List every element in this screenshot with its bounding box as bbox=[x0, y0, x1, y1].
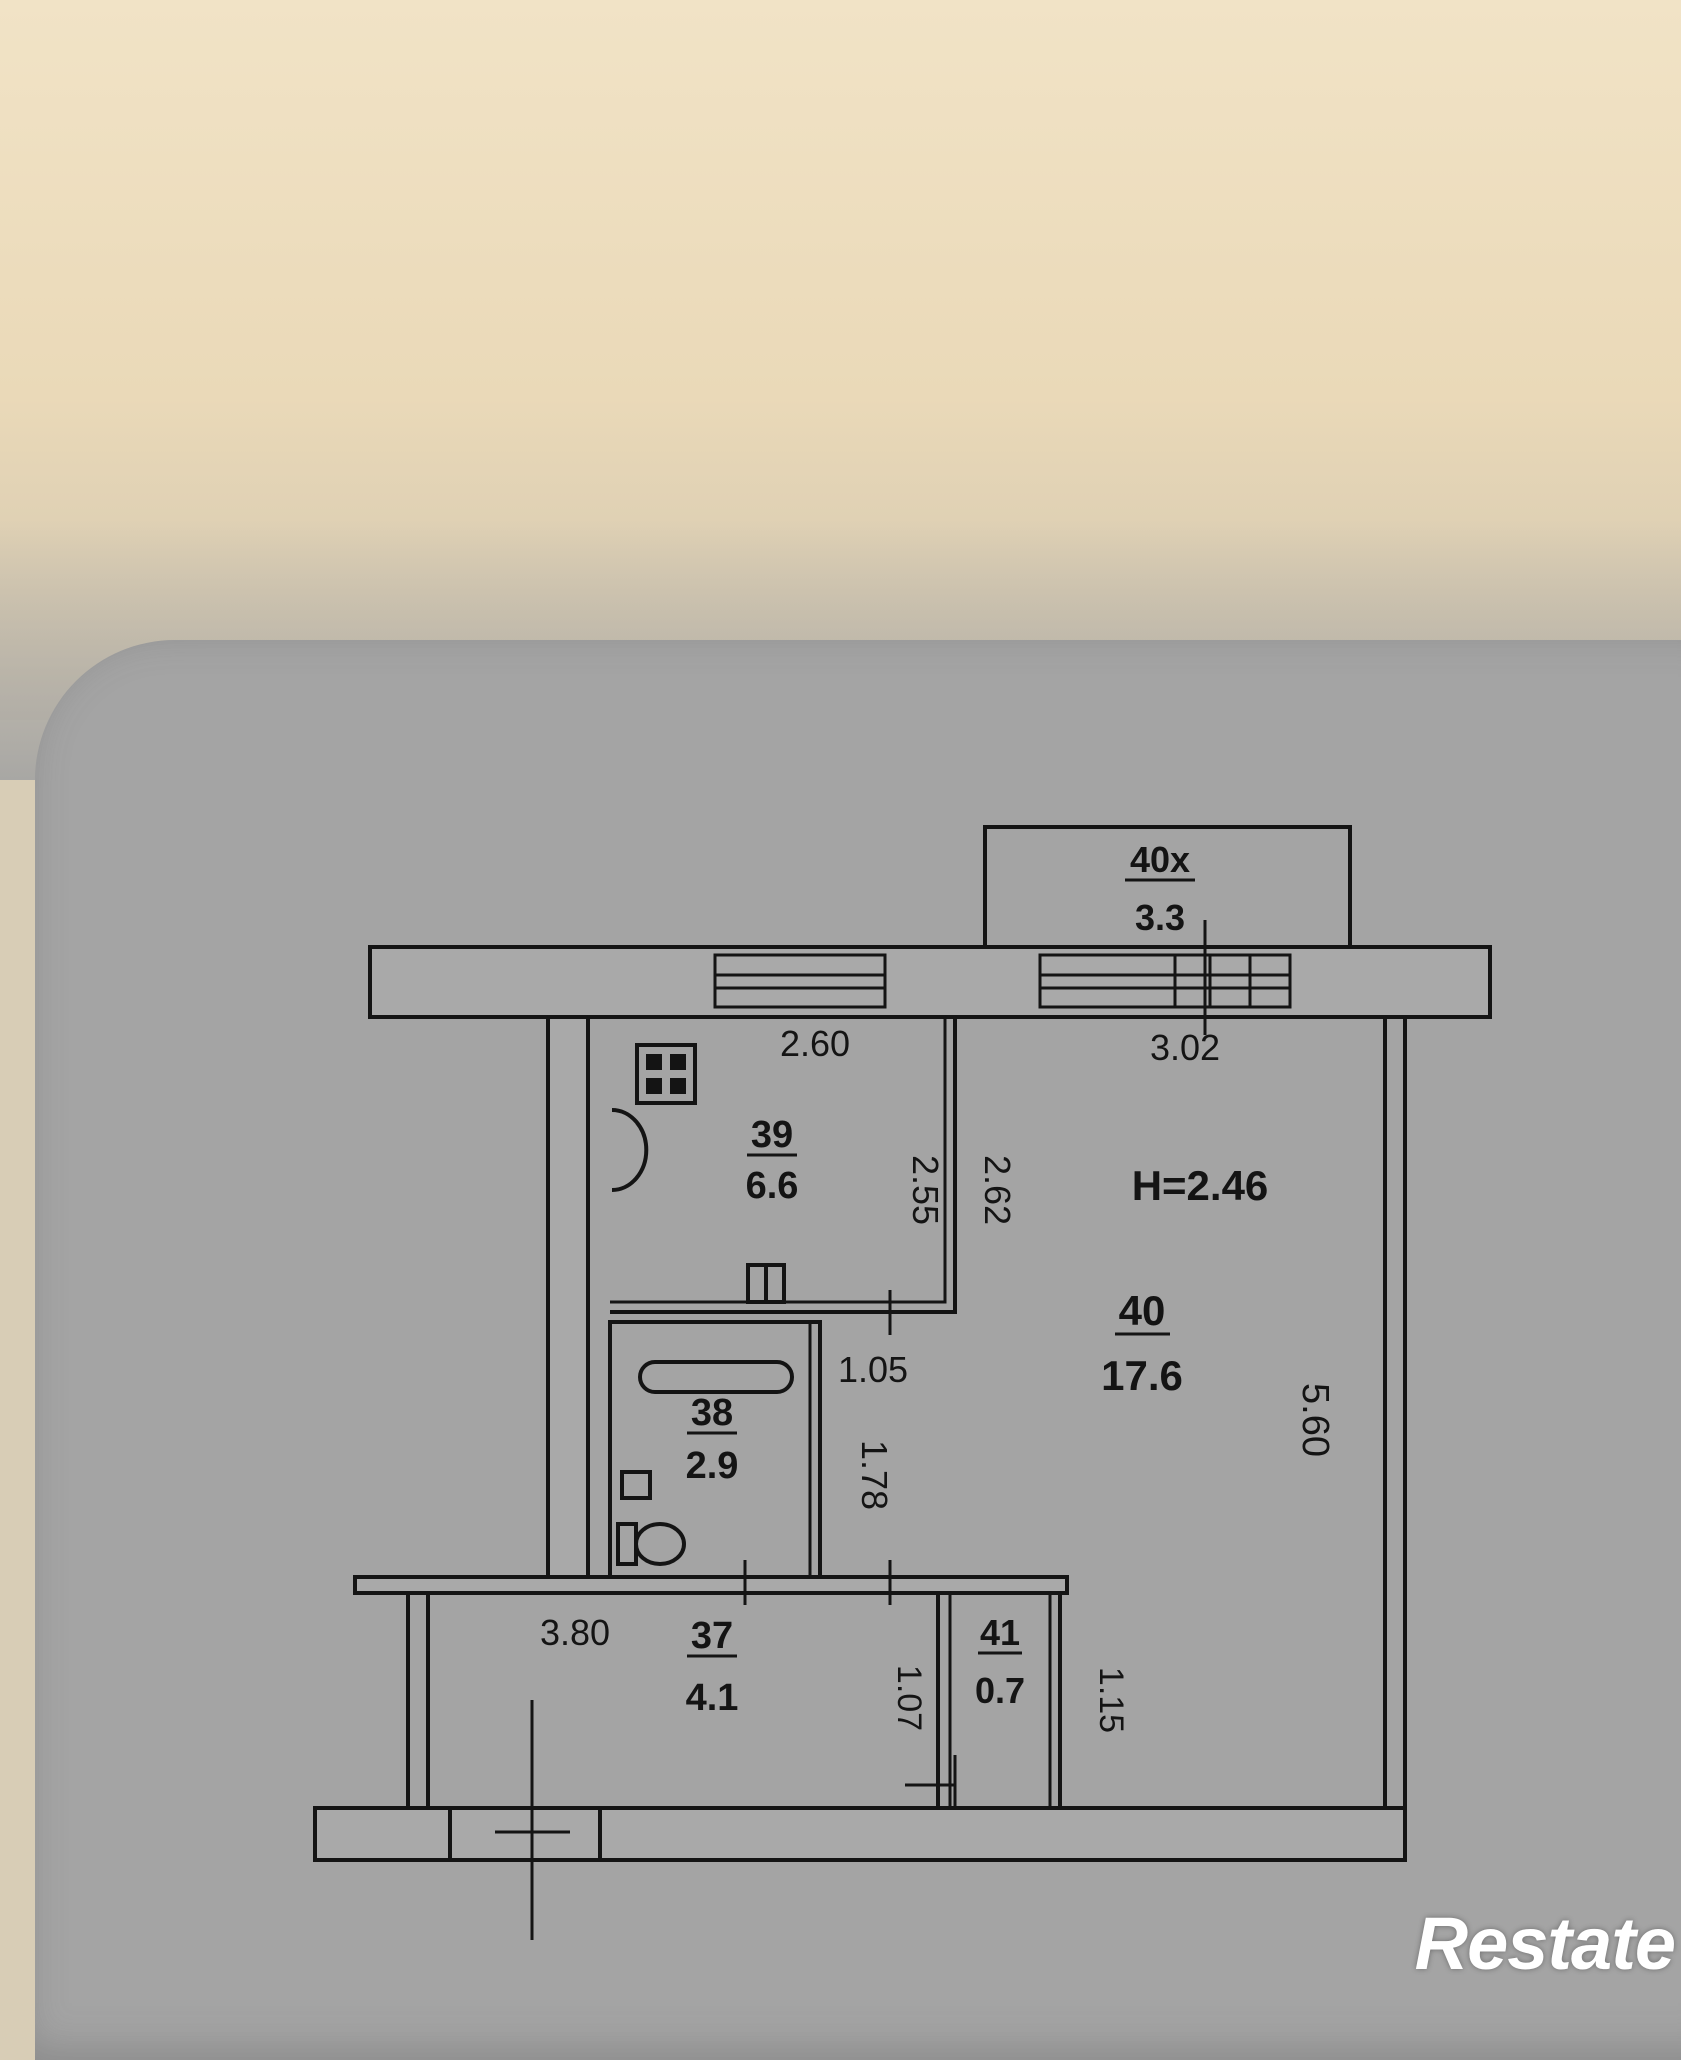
room-41-label: 41 0.7 bbox=[975, 1612, 1025, 1711]
room-37-number: 37 bbox=[691, 1615, 733, 1657]
dim-bath-depth: 1.78 bbox=[854, 1440, 895, 1510]
ceiling-height-label: H=2.46 bbox=[1132, 1162, 1269, 1209]
kitchen-partition bbox=[610, 1017, 957, 1314]
room-39-label: 39 6.6 bbox=[746, 1114, 799, 1207]
restate-logo: Restate bbox=[1414, 1886, 1676, 1986]
room-37-label: 37 4.1 bbox=[686, 1615, 739, 1719]
room-41-area: 0.7 bbox=[975, 1670, 1025, 1711]
dim-kitchen-width: 2.60 bbox=[780, 1023, 850, 1064]
room-38-area: 2.9 bbox=[686, 1445, 739, 1487]
dim-hall-length: 3.80 bbox=[540, 1612, 610, 1653]
toilet-icon bbox=[616, 1522, 686, 1566]
stove-icon bbox=[635, 1043, 697, 1105]
room-39-area: 6.6 bbox=[746, 1165, 799, 1207]
entry-door-gap bbox=[448, 1806, 602, 1862]
room-40-number: 40 bbox=[1119, 1287, 1166, 1334]
dim-kitchen-wall: 2.62 bbox=[977, 1155, 1018, 1225]
room-39-number: 39 bbox=[751, 1114, 793, 1156]
window-room bbox=[1038, 953, 1292, 1009]
bottom-exterior-wall bbox=[313, 1806, 1407, 1862]
hallway-top-wall bbox=[353, 1575, 1069, 1595]
right-exterior-wall bbox=[1383, 1015, 1407, 1817]
room-38-label: 38 2.9 bbox=[686, 1392, 739, 1487]
room-40-area: 17.6 bbox=[1101, 1352, 1183, 1399]
room-41-number: 41 bbox=[980, 1612, 1020, 1653]
hallway-left-wall bbox=[406, 1591, 430, 1810]
left-partition-wall bbox=[546, 1015, 590, 1579]
dim-closet-depth: 1.15 bbox=[1092, 1667, 1130, 1733]
dim-kitchen-depth: 2.55 bbox=[905, 1155, 946, 1225]
dim-bath-width: 1.05 bbox=[838, 1349, 908, 1390]
top-exterior-wall bbox=[368, 945, 1492, 1019]
dim-room-depth: 5.60 bbox=[1294, 1383, 1336, 1457]
bathtub-icon bbox=[638, 1360, 794, 1394]
room-40-label: 40 17.6 bbox=[1101, 1287, 1183, 1399]
balcony-label: 40х 3.3 bbox=[1125, 839, 1195, 938]
balcony-number: 40х bbox=[1130, 839, 1190, 880]
fridge-icon bbox=[746, 1263, 786, 1304]
balcony-area: 3.3 bbox=[1135, 897, 1185, 938]
floor-plan: 39 6.6 38 2.9 40 17.6 37 4.1 41 0.7 40х … bbox=[313, 825, 1492, 1940]
dim-hall-width: 1.07 bbox=[890, 1665, 928, 1731]
kitchen-sink-icon bbox=[611, 1108, 649, 1192]
washbasin-icon bbox=[620, 1470, 652, 1500]
dim-room-width: 3.02 bbox=[1150, 1027, 1220, 1068]
room-37-area: 4.1 bbox=[686, 1677, 739, 1719]
window-kitchen bbox=[713, 953, 887, 1009]
room-38-number: 38 bbox=[691, 1392, 733, 1434]
restate-logo-text: Restate bbox=[1414, 1902, 1676, 1985]
